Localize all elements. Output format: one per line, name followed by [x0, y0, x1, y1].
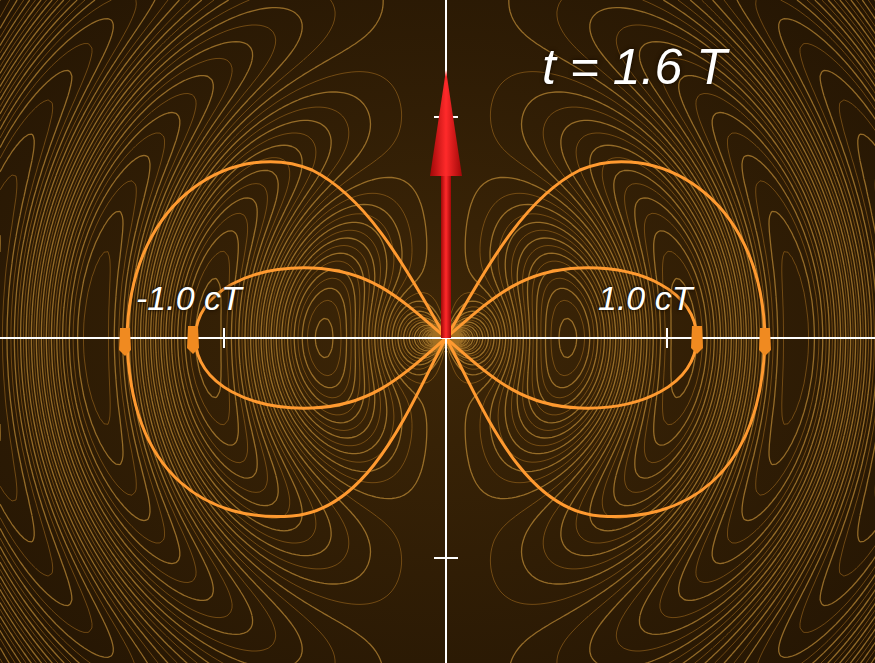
- tick: [223, 328, 225, 348]
- marker: [187, 326, 199, 354]
- outer-loop-left: [127, 162, 446, 517]
- x-axis: [0, 337, 875, 339]
- tick: [666, 328, 668, 348]
- axis-label: 1.0 cT: [598, 280, 692, 317]
- marker: [759, 328, 771, 356]
- marker: [119, 328, 131, 356]
- axis-label: -1.0 cT: [136, 280, 242, 317]
- arrow-head: [430, 70, 462, 176]
- arrow-shaft: [441, 170, 451, 338]
- time-label: t = 1.6 T: [542, 40, 727, 95]
- outer-loop-right: [446, 162, 765, 517]
- marker: [691, 326, 703, 354]
- dipole-moment-arrow: [430, 70, 462, 338]
- tick: [434, 557, 458, 559]
